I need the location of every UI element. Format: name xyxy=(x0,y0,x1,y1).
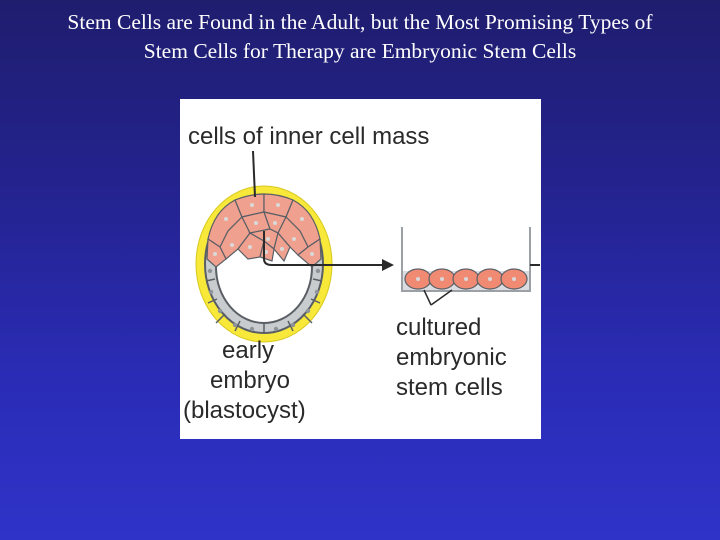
label-embryo: embryo xyxy=(210,367,290,394)
cultured-cell-nuclei xyxy=(416,277,516,281)
slide-title-line-1: Stem Cells are Found in the Adult, but t… xyxy=(67,10,653,34)
trophoblast-nuclei xyxy=(207,268,321,332)
label-blastocyst: (blastocyst) xyxy=(183,397,306,424)
label-cultured: cultured xyxy=(396,314,481,341)
dish-wall xyxy=(401,227,531,292)
blastocyst-figure: cells of inner cell mass xyxy=(180,99,541,439)
cultured-label-pointer xyxy=(423,289,453,306)
label-embryonic: embryonic xyxy=(396,344,507,371)
inner-cell-mass-nuclei xyxy=(213,203,314,256)
slide-title: Stem Cells are Found in the Adult, but t… xyxy=(0,8,720,66)
transfer-arrow xyxy=(263,231,394,271)
label-inner-cell-mass: cells of inner cell mass xyxy=(188,123,429,150)
label-early: early xyxy=(222,337,274,364)
blastocyst-diagram: cells of inner cell mass xyxy=(183,123,540,424)
trophoblast-cell-borders xyxy=(205,278,323,333)
icm-label-pointer xyxy=(252,150,256,198)
culture-dish xyxy=(401,227,540,306)
label-stem-cells: stem cells xyxy=(396,374,503,401)
arrow-head xyxy=(382,259,394,271)
slide-title-line-2: Stem Cells for Therapy are Embryonic Ste… xyxy=(143,39,577,63)
